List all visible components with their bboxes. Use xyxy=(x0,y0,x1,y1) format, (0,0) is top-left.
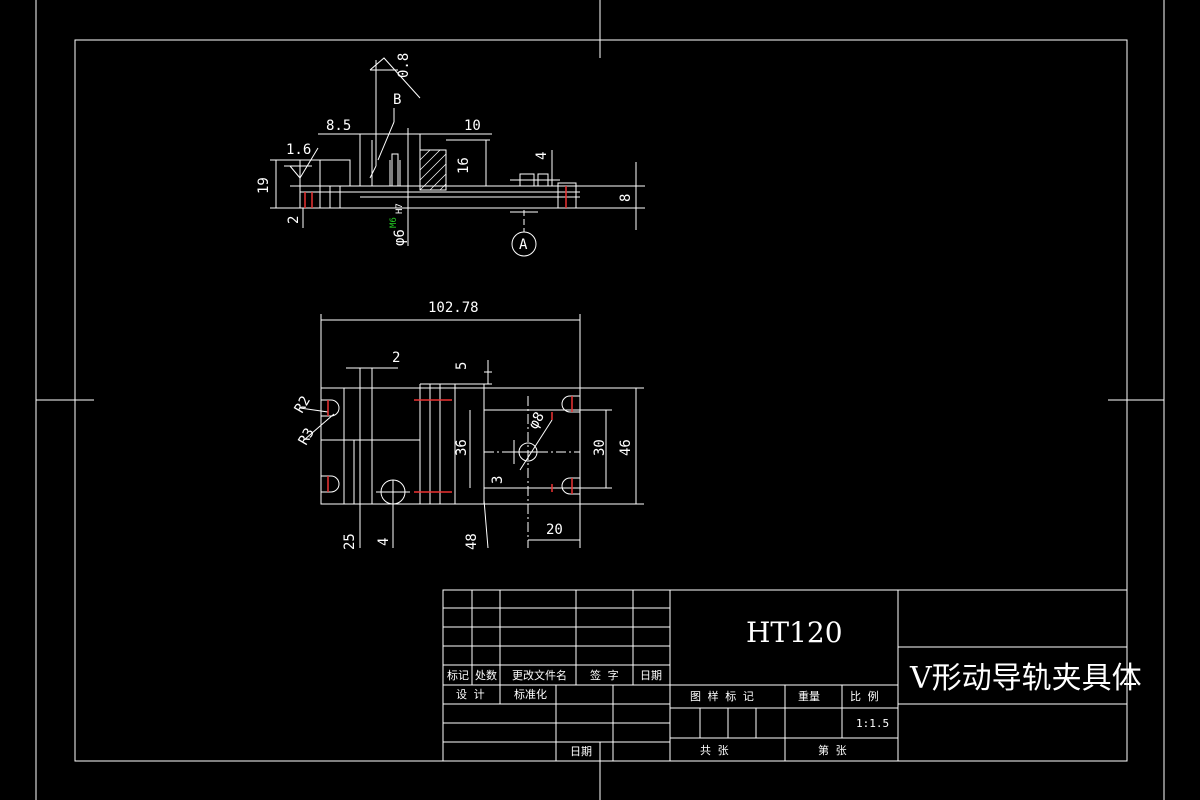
dim-2-plan: 2 xyxy=(392,350,400,366)
section-centerlines xyxy=(304,186,567,208)
dim-4-plan: 4 xyxy=(376,538,392,546)
info-drawing-mark: 图 样 标 记 xyxy=(690,689,754,703)
dim-19: 19 xyxy=(256,177,272,194)
dim-roughness-1-6: 1.6 xyxy=(286,142,311,158)
header-change-doc: 更改文件名 xyxy=(512,668,567,682)
section-dim-texts: 0.8 B 8.5 10 1.6 19 16 4 8 2 φ6 M6 H7 A xyxy=(256,53,634,253)
scale-value: 1:1.5 xyxy=(856,717,889,730)
dim-102-78: 102.78 xyxy=(428,300,479,316)
dim-25: 25 xyxy=(342,533,358,550)
dim-fit-h7: H7 xyxy=(395,203,405,214)
dim-10: 10 xyxy=(464,118,481,134)
dim-roughness-0-8: 0.8 xyxy=(396,53,412,78)
sheet-number: 第 张 xyxy=(818,743,847,757)
title-block xyxy=(442,589,1128,762)
dim-36: 36 xyxy=(454,439,470,456)
header-mark: 标记 xyxy=(447,668,469,682)
dim-5: 5 xyxy=(454,362,470,370)
dim-fit-m6: M6 xyxy=(389,217,399,228)
dim-2: 2 xyxy=(286,216,302,224)
dim-30: 30 xyxy=(592,439,608,456)
total-sheets: 共 张 xyxy=(700,744,729,757)
title-block-texts: HT120 V形动导轨夹具体 标记 处数 更改文件名 签 字 日期 设 计 标准… xyxy=(447,616,1142,758)
dim-4: 4 xyxy=(534,152,550,160)
material-label: HT120 xyxy=(746,616,843,649)
section-view xyxy=(270,57,645,257)
plan-centerlines xyxy=(327,396,573,494)
dim-phi-8: φ8 xyxy=(526,409,548,432)
dim-20: 20 xyxy=(546,522,563,538)
header-count: 处数 xyxy=(475,669,497,682)
dim-r3: R3 xyxy=(296,425,318,448)
row-date: 日期 xyxy=(570,745,592,758)
dim-r2: R2 xyxy=(292,393,314,416)
dim-48: 48 xyxy=(464,533,480,550)
plan-view xyxy=(299,314,644,549)
dim-16: 16 xyxy=(456,157,472,174)
plan-dim-texts: 102.78 2 5 R2 R3 36 φ8 30 46 3 25 4 48 2… xyxy=(292,300,634,550)
header-date: 日期 xyxy=(640,669,662,682)
dim-phi-6: φ6 xyxy=(392,229,408,246)
header-signature: 签 字 xyxy=(590,668,619,682)
row-design: 设 计 xyxy=(456,688,485,701)
section-marker-a: A xyxy=(519,237,528,253)
part-name: V形动导轨夹具体 xyxy=(909,661,1142,696)
dim-datum-b: B xyxy=(393,92,401,108)
dim-46: 46 xyxy=(618,439,634,456)
row-standardize: 标准化 xyxy=(514,687,547,701)
dim-8: 8 xyxy=(618,194,634,202)
dim-8-5: 8.5 xyxy=(326,118,351,134)
dim-3: 3 xyxy=(490,476,506,484)
info-weight: 重量 xyxy=(798,689,820,703)
info-scale: 比 例 xyxy=(850,689,879,703)
